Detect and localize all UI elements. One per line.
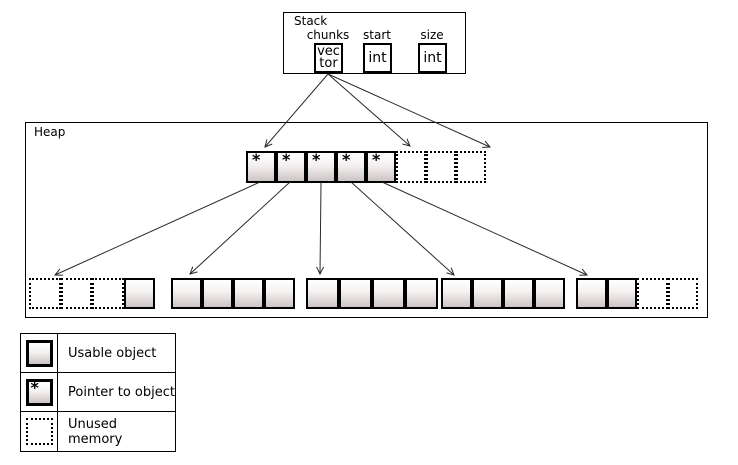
pointer-asterisk: * [282, 150, 291, 169]
heap-cell-usable [606, 278, 637, 309]
chunks-vector-box: vec tor [314, 43, 343, 73]
stack-title: Stack [294, 14, 328, 28]
heap-cell-usable [202, 278, 233, 309]
heap-cell-usable [441, 278, 472, 309]
object-row-2 [171, 278, 295, 309]
stack-box: Stack chunks start size vec tor int int [283, 12, 466, 74]
field-label-start: start [363, 28, 391, 42]
heap-cell-unused [92, 278, 124, 309]
start-int-box: int [363, 43, 392, 73]
object-row-1 [29, 278, 155, 309]
object-row-3 [306, 278, 438, 309]
heap-cell-usable [171, 278, 202, 309]
size-type: int [423, 50, 442, 66]
chunk-pointer-array: * * * * * [246, 151, 486, 183]
heap-box: Heap * * * * * [25, 122, 708, 318]
field-label-chunks: chunks [306, 28, 350, 42]
heap-cell-unused [60, 278, 92, 309]
heap-cell-usable [372, 278, 405, 309]
legend-swatch-column: * [21, 373, 58, 411]
heap-cell-usable [339, 278, 372, 309]
legend-label: Unused memory [68, 416, 123, 447]
legend-label: Pointer to object [68, 384, 175, 400]
heap-cell-usable [264, 278, 295, 309]
pointer-asterisk: * [372, 150, 381, 169]
object-row-5 [576, 278, 698, 309]
size-int-box: int [418, 43, 447, 73]
heap-cell-usable [405, 278, 438, 309]
vector-type-line-2: tor [319, 56, 338, 71]
heap-cell-pointer: * [366, 151, 396, 183]
heap-cell-unused [396, 151, 426, 183]
heap-cell-unused [637, 278, 668, 309]
pointer-asterisk: * [342, 150, 351, 169]
heap-cell-usable [503, 278, 534, 309]
field-label-size: size [420, 28, 444, 42]
heap-cell-pointer: * [336, 151, 366, 183]
heap-cell-unused [456, 151, 486, 183]
heap-cell-usable [233, 278, 264, 309]
unused-swatch [25, 418, 53, 445]
heap-cell-unused [426, 151, 456, 183]
heap-cell-usable [306, 278, 339, 309]
heap-cell-pointer: * [306, 151, 336, 183]
usable-swatch [25, 339, 53, 367]
pointer-swatch: * [25, 377, 53, 406]
pointer-asterisk: * [252, 150, 261, 169]
heap-cell-usable [534, 278, 565, 309]
legend-row-unused: Unused memory [21, 412, 175, 451]
heap-cell-unused [667, 278, 698, 309]
pointer-asterisk: * [312, 150, 321, 169]
heap-cell-usable [472, 278, 503, 309]
start-type: int [368, 50, 387, 66]
legend-label: Usable object [68, 345, 157, 361]
pointer-asterisk: * [30, 377, 39, 397]
object-row-4 [441, 278, 565, 309]
legend-swatch-column [21, 334, 58, 372]
heap-cell-pointer: * [276, 151, 306, 183]
legend-row-usable: Usable object [21, 334, 175, 373]
heap-cell-unused [29, 278, 61, 309]
heap-cell-pointer: * [246, 151, 276, 183]
heap-cell-usable [123, 278, 155, 309]
heap-title: Heap [34, 125, 66, 139]
legend-swatch-column [21, 412, 58, 451]
vector-type-line-1: vec [317, 44, 340, 59]
legend-row-pointer: * Pointer to object [21, 373, 175, 412]
heap-cell-usable [576, 278, 607, 309]
